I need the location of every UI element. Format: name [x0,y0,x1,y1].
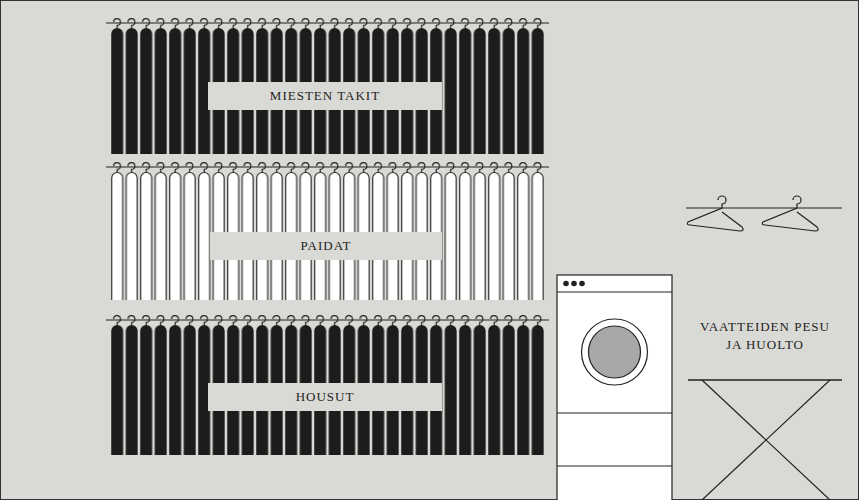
trouser-rack [106,313,549,455]
rack-label: MIESTEN TAKIT [270,88,380,104]
label-band: MIESTEN TAKIT [208,82,442,110]
coat-rack [106,16,549,154]
label-band: PAIDAT [210,232,442,260]
washing-machine [557,275,672,500]
area-label: VAATTEIDEN PESU JA HUOLTO [695,318,835,353]
ironing-board [688,380,842,500]
rack-label: HOUSUT [296,389,355,405]
hangers [686,196,842,231]
rack-label: PAIDAT [300,238,351,254]
label-band: HOUSUT [208,383,442,411]
shirt-rack [106,160,549,300]
